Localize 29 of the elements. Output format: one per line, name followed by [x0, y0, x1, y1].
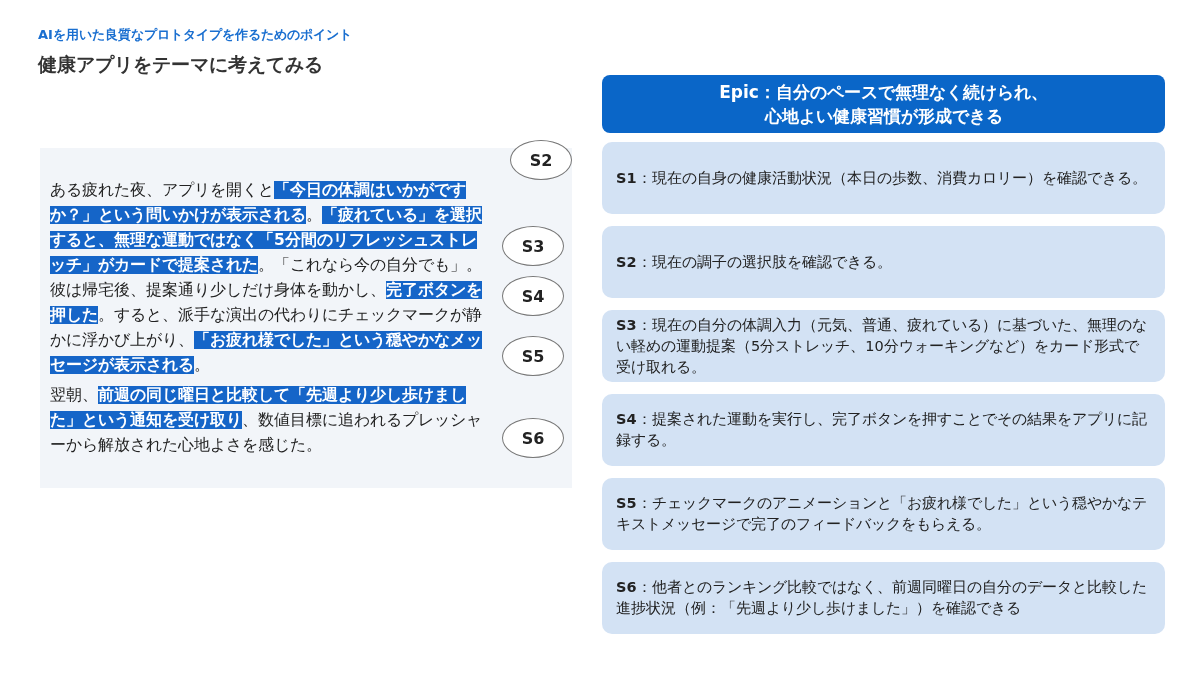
user-story-text: S6：他者とのランキング比較ではなく、前週同曜日の自分のデータと比較した進捗状況（例：「先週より少し歩けました」）を確認できる [616, 578, 1148, 618]
story-paragraph: ある疲れた夜、アプリを開くと「今日の体調はいかがですか？」という問いかけが表示される。「疲れている」を選択すると、無理な運動ではなく「5分間のリフレッシュストレッチ」がカードで提案された。「これなら今の自分でも」。彼は帰宅後、提案通り少しだけ身体を動かし、完了ボタンを押した。すると、派手な演出の代わりにチェックマークが静かに浮かび上がり、「お疲れ様でした」という穏やかなメッセージが表示される。 [50, 180, 483, 376]
story-tag-oval [510, 140, 572, 180]
user-story-card [602, 226, 1165, 298]
user-story-text: S2：現在の調子の選択肢を確認できる。 [616, 252, 892, 272]
slide-title: 健康アプリをテーマに考えてみる [38, 52, 323, 77]
epic-banner [602, 75, 1165, 133]
story-panel [40, 148, 572, 488]
user-story-text: S5：チェックマークのアニメーションと「お疲れ様でした」という穏やかなテキストメッセージで完了のフィードバックをもらえる。 [616, 494, 1148, 534]
user-story-text: S1：現在の自身の健康活動状況（本日の歩数、消費カロリー）を確認できる。 [616, 168, 1147, 188]
tag-label: S6 [521, 428, 545, 448]
user-story-card [602, 394, 1165, 466]
tag-label: S3 [521, 236, 545, 256]
story-tag-oval [502, 226, 564, 266]
user-story-card [602, 562, 1165, 634]
story-paragraph: 翌朝、前週の同じ曜日と比較して「先週より少し歩けました」という通知を受け取り、数値目標に追われるプレッシャーから解放された心地よさを感じた。 [50, 385, 483, 456]
tag-label: S5 [521, 346, 545, 366]
user-story-card [602, 142, 1165, 214]
story-tag-oval [502, 418, 564, 458]
tag-label: S2 [529, 150, 553, 170]
tag-label: S4 [521, 286, 545, 306]
story-tag-oval [502, 336, 564, 376]
user-story-text: S4：提案された運動を実行し、完了ボタンを押すことでその結果をアプリに記録する。 [616, 410, 1148, 450]
user-story-text: S3：現在の自分の体調入力（元気、普通、疲れている）に基づいた、無理のない軽めの運動提案（5分ストレッチ、10分ウォーキングなど）をカード形式で受け取れる。 [616, 315, 1148, 377]
user-story-card [602, 478, 1165, 550]
user-story-card [602, 310, 1165, 382]
epic-text: Epic：自分のペースで無理なく続けられ、心地よい健康習慣が形成できる [718, 81, 1049, 128]
story-tag-oval [502, 276, 564, 316]
subtitle-text: AIを用いた良質なプロトタイプを作るためのポイント [38, 26, 352, 44]
